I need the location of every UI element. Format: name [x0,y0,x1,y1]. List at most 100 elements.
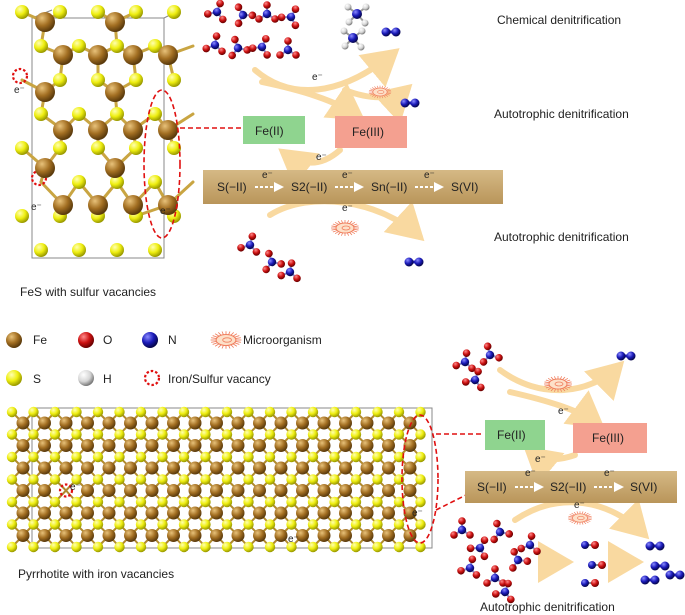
cilia [547,378,552,381]
s-atom [6,429,18,440]
ammonium-molecule [340,27,366,51]
cilia [573,511,577,515]
nitrate-molecule [452,349,476,373]
cell-body [571,513,589,523]
cilia [386,88,390,91]
n-atom [588,561,596,569]
nitrate-molecule [262,249,286,274]
n-atom [465,563,475,573]
s-atom [286,519,297,530]
n-atom [245,240,255,250]
o-atom [527,532,536,540]
legend-h: H [103,372,112,386]
s-atom [135,451,147,463]
s-atom [200,541,211,553]
cilia [374,95,377,98]
s-atom [264,474,276,485]
o-atom [287,259,296,267]
s-atom [307,541,319,553]
cilia [562,388,566,392]
s-atom [91,73,105,87]
fe-atom [253,484,266,497]
autotrophic-denitrification-label-2: Autotrophic denitrification [494,230,629,244]
cilia [235,337,241,340]
fe-atom [403,484,417,497]
o-atom [262,35,270,43]
fe-atom [102,439,116,452]
o-atom [276,51,284,59]
s-atom [28,451,39,463]
fe-atom [339,416,352,430]
n-atom [616,351,626,361]
vacancy-marker [143,369,161,387]
pyrrhotite-caption: Pyrrhotite with iron vacancies [18,567,175,581]
s-atom [49,451,61,463]
s-atom [243,519,254,530]
s-atom [307,406,319,418]
cell-body [548,378,568,390]
fe-atom [145,461,159,475]
cilia [564,378,569,381]
n2-molecule [616,351,636,361]
s-atom [372,541,383,553]
s-atom [91,5,105,19]
n-atom [257,42,267,52]
s-atom [350,496,362,508]
o-atom [517,544,526,553]
s-atom [350,519,362,530]
fe3-label-bottom: Fe(III) [592,431,624,445]
s-atom [71,519,82,530]
electron-label: e⁻ [342,203,353,214]
o-atom [480,536,489,545]
cilia [369,90,374,92]
electron-label: e⁻ [424,170,435,181]
n-atom [267,257,277,267]
s-atom [286,541,297,553]
fe-atom [124,461,137,475]
legend-fe: Fe [33,333,48,347]
o-atom [231,35,239,44]
h-atom [357,43,365,51]
cilia [384,87,389,90]
n2-molecule [640,575,660,585]
fe-atom [158,120,178,140]
autotrophic-denitrification-label-3: Autotrophic denitrification [480,600,615,614]
legend-vacancy: Iron/Sulfur vacancy [168,372,271,386]
nitrate-molecule [466,536,489,561]
s-atom [157,541,168,553]
fe-atom [296,416,309,430]
fe-atom [59,506,73,520]
s-atom [53,141,67,155]
cilia [566,384,572,387]
cilia [586,519,591,522]
s-atom [49,496,61,508]
cilia [545,386,551,389]
s-atom [114,519,125,530]
s-atom [415,429,426,440]
cilia [351,231,356,234]
s-atom [329,519,340,530]
cilia [386,92,391,94]
s-atom [286,451,297,463]
fe-atom [102,484,116,497]
fe-atom [81,461,94,475]
cilia [334,231,339,234]
cilia [550,388,554,392]
o-atom [202,44,211,53]
o-atom [466,531,474,539]
electron-label: e⁻ [312,72,323,83]
fe-atom [123,120,143,140]
n-atom [285,267,295,277]
s-atom [393,541,405,553]
s-atom [221,496,233,508]
o-atom [480,552,489,561]
o-atom [271,15,279,23]
o-atom [216,0,224,8]
n-atom [650,575,660,585]
cilia [332,230,338,233]
o-atom [493,519,501,528]
fe-atom [102,416,116,430]
cilia [565,386,571,389]
o-atom [291,5,300,14]
s-atom [135,496,147,508]
